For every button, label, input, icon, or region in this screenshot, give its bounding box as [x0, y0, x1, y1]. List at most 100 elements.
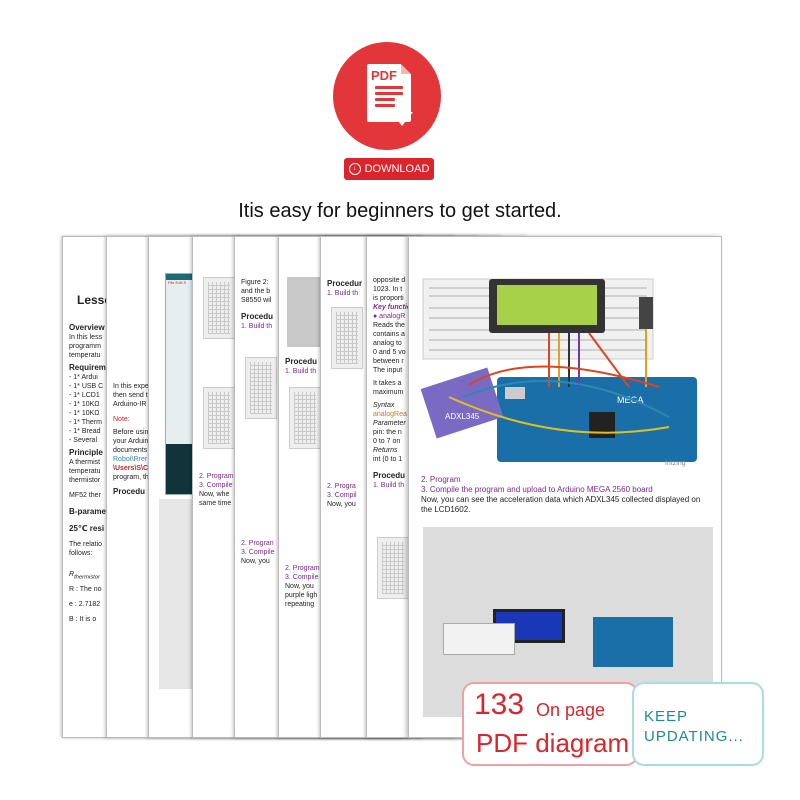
text-line: Now, you: [285, 583, 314, 590]
text-line: S8550 wil: [241, 297, 272, 304]
heading: 25℃ resi: [69, 524, 105, 533]
text-line: Now, you: [241, 558, 270, 565]
code-text: analogRea: [373, 411, 407, 418]
text-line: Arduino-IR: [113, 401, 147, 408]
photo: [287, 277, 323, 347]
text-line: contains a: [373, 331, 405, 338]
text-line: between r: [373, 358, 404, 365]
text-line: \Users\S\C: [113, 465, 149, 472]
text-line: It takes a: [373, 380, 402, 387]
text-line: A thermist: [69, 459, 101, 466]
lesson-title: Lesso: [77, 293, 112, 307]
step-text: 1. Build th: [373, 482, 405, 489]
step-text: 3. Compile the program and upload to Ard…: [421, 485, 653, 494]
list-item: - 1* Therm: [69, 419, 102, 426]
text-line: repeating: [285, 601, 315, 608]
text-line: programm: [69, 343, 101, 350]
text-line: e : 2.7182: [69, 601, 101, 609]
list-item: - 1* Ardui: [69, 374, 98, 381]
formula-subscript: thermistor: [74, 574, 100, 581]
badge-line: KEEP: [644, 708, 689, 725]
heading: Procedu: [285, 357, 318, 366]
step-text: 3. Compile: [199, 482, 233, 489]
text-line: your Arduin: [113, 438, 149, 445]
step-text: 3. Compile: [241, 549, 275, 556]
step-text: 2. Program: [199, 473, 234, 480]
list-item: - 1* 10KΩ: [69, 401, 100, 408]
text-line: In this expe: [113, 383, 149, 390]
text-line: same time: [199, 500, 232, 507]
fritzing-label: fritzing: [665, 460, 686, 467]
heading: Principle: [69, 448, 103, 457]
function-name: ● analogR: [373, 313, 406, 320]
step-text: 3. Compil: [327, 492, 357, 499]
step-text: 1. Build th: [241, 323, 273, 330]
updating-badge: KEEP UPDATING...: [632, 682, 764, 766]
heading: Syntax: [373, 402, 395, 409]
text-line: thermistor: [69, 477, 101, 484]
text-line: program, th: [113, 474, 149, 481]
heading: Procedu: [241, 312, 274, 321]
page-count: 133: [474, 688, 525, 721]
text-line: temperatu: [69, 352, 101, 359]
text-line: Reads the: [373, 322, 405, 329]
heading: Parameter: [373, 420, 406, 427]
text-line: analog to: [373, 340, 402, 347]
page-headline: Itis easy for beginners to get started.: [238, 200, 562, 222]
text-line: MF52 ther: [69, 492, 101, 499]
note-label: Note:: [113, 416, 130, 423]
step-text: 2. Progran: [241, 540, 274, 547]
text-line: Now, you: [327, 501, 356, 508]
breadboard-diagram: [377, 537, 409, 599]
text-line: 0 and 5 vo: [373, 349, 406, 356]
text-line: B : It is o: [69, 616, 97, 624]
text-line: int (0 to 1: [373, 456, 403, 463]
formula-symbol: R: [69, 571, 75, 578]
list-item: - 1* LCD1: [69, 392, 100, 399]
breadboard-diagram: [245, 357, 277, 419]
step-text: 2. Program: [421, 475, 461, 484]
heading: Overview: [69, 323, 105, 332]
breadboard-diagram: [203, 387, 235, 449]
text-line: Now, you can see the acceleration data w…: [421, 495, 701, 504]
page-count-label: On page: [536, 700, 606, 720]
page-count-badge: 133 On page PDF diagram: [462, 682, 638, 766]
step-text: 1. Build th: [327, 290, 359, 297]
text-line: is proporti: [373, 295, 404, 302]
text-line: 1023. In t: [373, 286, 403, 293]
text-line: documents: [113, 447, 148, 454]
ide-screenshot: File Edit S: [165, 273, 197, 495]
pdf-label: PDF: [371, 68, 397, 83]
download-button[interactable]: ↓DOWNLOAD: [344, 158, 434, 180]
step-text: 1. Build th: [285, 368, 317, 375]
text-line: Robot\Rrer: [113, 456, 148, 463]
text-line: Figure 2:: [241, 279, 269, 286]
text-line: then send t: [113, 392, 148, 399]
download-arrow-icon: ↓: [348, 163, 361, 176]
board-label: MEGA: [617, 395, 644, 405]
breadboard-diagram: [203, 277, 235, 339]
breadboard-diagram: [289, 387, 321, 449]
pdf-diagram-label: PDF diagram: [476, 728, 630, 758]
text-line: The input: [373, 367, 403, 374]
list-item: - 1* USB C: [69, 383, 104, 390]
text-line: In this less: [69, 334, 103, 341]
text-line: 0 to 7 on: [373, 438, 401, 445]
download-button-label: DOWNLOAD: [364, 163, 430, 175]
text-line: opposite d: [373, 277, 406, 284]
list-item: - Several: [69, 437, 98, 444]
heading: B-paramet: [69, 507, 109, 516]
badge-line: UPDATING...: [644, 728, 744, 745]
heading: Procedur: [327, 279, 363, 288]
text-line: the LCD1602.: [421, 505, 471, 514]
heading: Procedu: [113, 487, 146, 496]
step-text: 2. Progra: [327, 483, 356, 490]
pdf-download-icon[interactable]: PDF: [333, 42, 441, 150]
wiring-diagram: MEGA ADXL345 fritzing: [420, 278, 697, 467]
text-line: temperatu: [69, 468, 101, 475]
pdf-document-icon: PDF: [367, 64, 411, 122]
circuit-photo: [423, 527, 713, 717]
text-line: Before usin: [113, 429, 149, 436]
text-line: Now, whe: [199, 491, 230, 498]
formula-label: Rthermistor: [69, 571, 403, 580]
